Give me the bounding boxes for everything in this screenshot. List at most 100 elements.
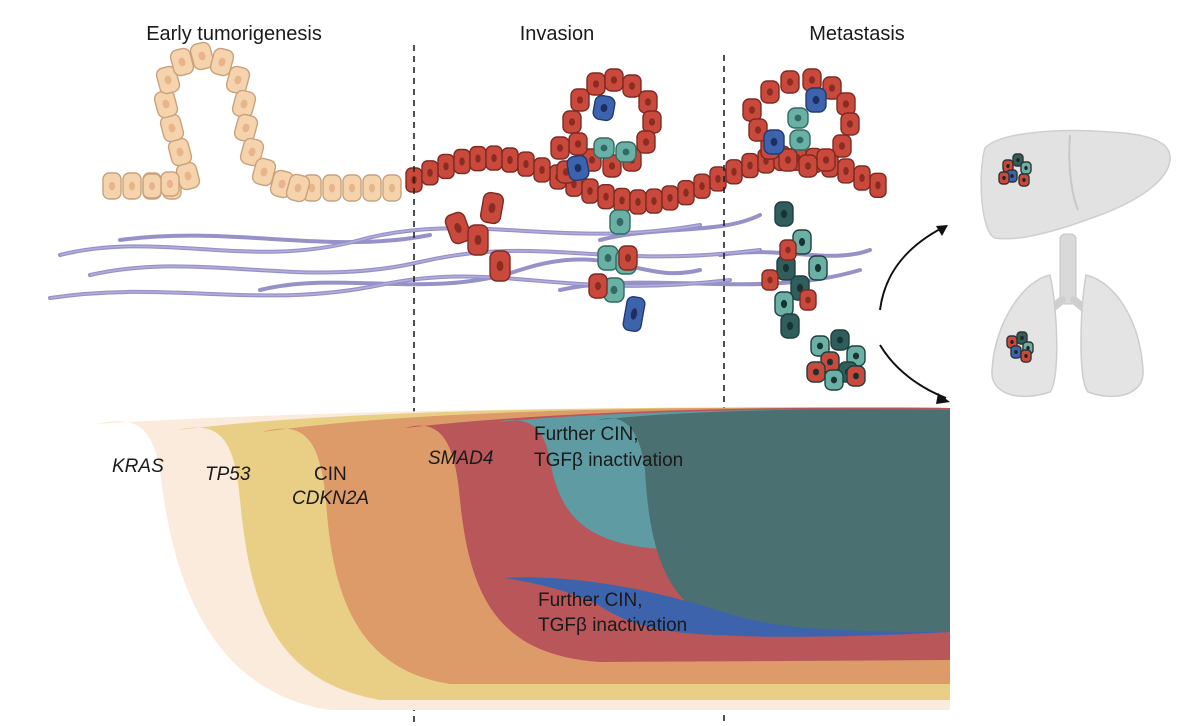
disseminated-cell: [776, 255, 796, 281]
normal-epithelium-icon: [102, 41, 402, 203]
normal-cell: [209, 47, 235, 77]
normal-cell: [102, 172, 122, 200]
tumor-cell: [586, 72, 606, 96]
normal-cell: [362, 174, 382, 202]
invading-cell: [622, 295, 646, 333]
cluster-cell: [806, 361, 826, 383]
label-further-cin-teal-2: TGFβ inactivation: [534, 450, 683, 471]
tumor-cell: [501, 147, 519, 173]
teal-clone-cell: [787, 107, 809, 129]
tumor-cell: [453, 148, 471, 175]
clone-blue: [505, 577, 950, 637]
liver-tumor-cell: [1012, 153, 1024, 167]
normal-cell: [233, 113, 259, 143]
tumor-cell: [645, 188, 663, 214]
invading-cell: [609, 209, 631, 235]
teal-clone-cell: [615, 141, 637, 163]
label-further-cin-teal-1: Further CIN,: [534, 424, 639, 445]
disseminated-cell: [761, 269, 779, 291]
tumor-cell: [562, 110, 582, 134]
stage-title-invasion: Invasion: [520, 23, 595, 45]
stage-title-metastasis: Metastasis: [809, 23, 905, 45]
normal-cell: [155, 65, 181, 95]
liver-tumor-cell: [1002, 159, 1014, 173]
tumor-cell: [638, 90, 658, 114]
lung-icon: [991, 233, 1144, 398]
label-smad4: SMAD4: [428, 448, 493, 469]
tumor-cell: [869, 172, 887, 198]
tumor-cell: [602, 154, 622, 178]
tumor-cell: [816, 148, 836, 172]
metastasis-arrow-icon: [879, 227, 947, 399]
normal-cell: [225, 65, 251, 95]
label-kras: KRAS: [112, 456, 164, 477]
normal-cell: [160, 171, 180, 197]
label-cin: CIN: [314, 464, 347, 485]
tumor-cell: [629, 189, 647, 215]
cluster-cell: [846, 365, 866, 387]
tumor-epithelium-icon: [405, 68, 887, 215]
tumor-cell: [853, 165, 871, 191]
tumor-cell: [421, 160, 439, 186]
tumor-cell: [613, 187, 631, 214]
tumor-cell: [517, 151, 535, 177]
tumor-cell: [485, 145, 503, 171]
normal-cell: [142, 173, 162, 199]
invading-cell: [467, 224, 489, 256]
normal-cell: [322, 174, 342, 202]
liver-tumor-cell: [1018, 173, 1030, 187]
label-further-cin-blue-1: Further CIN,: [538, 590, 643, 611]
disseminated-cell: [780, 313, 800, 339]
normal-cell: [167, 137, 193, 167]
normal-cell: [175, 161, 201, 191]
normal-cell: [239, 137, 265, 167]
tumor-cell: [780, 70, 800, 94]
invading-cell: [588, 273, 608, 299]
label-cdkn2a: CDKN2A: [292, 488, 369, 509]
blue-clone-cell: [763, 129, 785, 155]
tumor-cell: [597, 183, 615, 210]
disseminated-cell: [774, 201, 794, 227]
invading-cell: [618, 245, 638, 271]
tumor-cell: [836, 92, 856, 116]
cluster-cell: [824, 369, 844, 391]
liver-tumor-cell: [1020, 161, 1032, 175]
lung-tumor-cell: [1020, 349, 1032, 363]
stage-title-early: Early tumorigenesis: [146, 23, 322, 45]
tumor-cell: [677, 180, 695, 206]
liver-tumor-cell: [998, 171, 1010, 185]
cluster-cell: [846, 345, 866, 367]
disseminated-cell: [808, 255, 828, 281]
liver-icon: [980, 129, 1171, 240]
tumor-cell: [581, 178, 599, 204]
disseminated-cell: [774, 291, 794, 317]
fish-plot: [95, 407, 950, 710]
normal-cell: [382, 174, 402, 202]
tumor-cell: [568, 132, 588, 156]
tumor-cell: [778, 148, 798, 172]
blue-clone-cell: [592, 94, 616, 122]
cluster-cell: [810, 335, 830, 357]
normal-cell: [169, 47, 195, 77]
tumor-cell: [642, 110, 662, 134]
normal-cell: [342, 174, 362, 202]
label-tp53: TP53: [205, 464, 251, 485]
lung-tumor-cell: [1016, 331, 1028, 345]
disseminated-cell: [792, 229, 812, 255]
tumor-cell: [550, 136, 570, 160]
tumor-cell: [693, 173, 711, 199]
invading-cell: [479, 191, 505, 225]
invading-cells: [444, 191, 866, 391]
disseminated-cell: [779, 239, 797, 261]
lung-tumor-cell: [1010, 345, 1022, 359]
tumor-cell: [570, 88, 590, 112]
normal-cell: [122, 172, 142, 200]
tumor-cell: [661, 185, 679, 211]
blue-clone-cell: [805, 87, 827, 113]
cluster-cell: [830, 329, 850, 351]
invading-cell: [489, 250, 511, 282]
teal-clone-cell: [593, 137, 615, 159]
tumor-cell: [437, 153, 455, 180]
tumor-cell: [533, 157, 551, 183]
